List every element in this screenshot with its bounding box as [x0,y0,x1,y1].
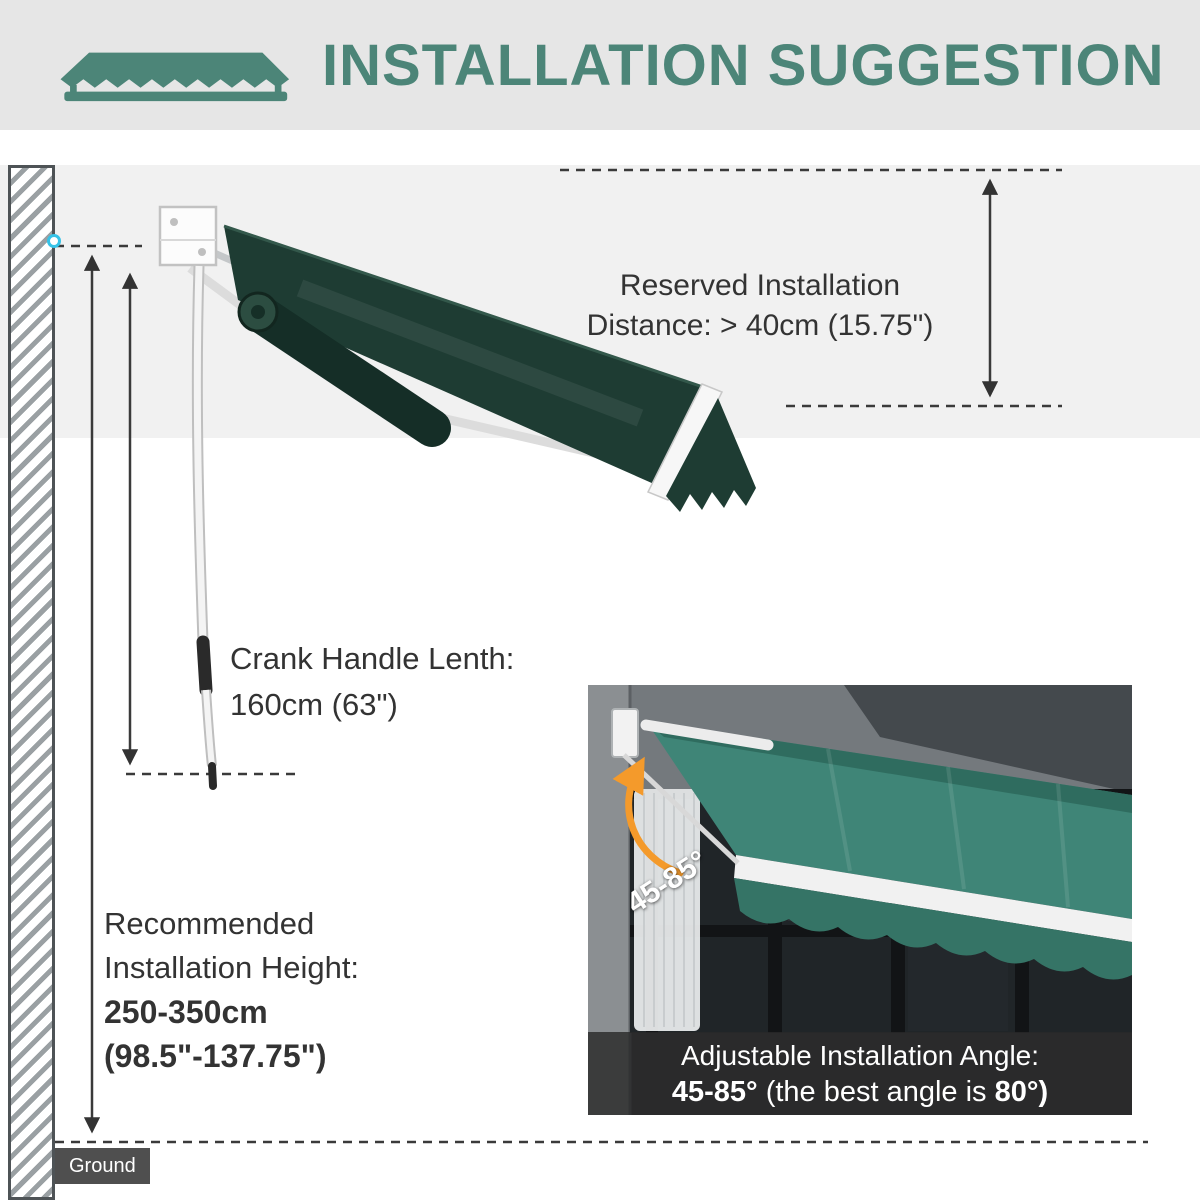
inset-awning [611,708,1132,980]
caption-line2: 45-85° (the best angle is 80°) [672,1075,1048,1109]
height-line3: 250-350cm [104,994,268,1030]
curtain [634,789,700,1031]
caption-line1: Adjustable Installation Angle: [680,1039,1040,1071]
reserved-line2: Distance: > 40cm (15.75") [586,309,934,342]
caption-angle-range: 45-85° [671,1075,758,1108]
crank-length-note: Crank Handle Lenth: 160cm (63") [230,636,514,728]
crank-line1: Crank Handle Lenth: [230,641,515,676]
wall-hatch [8,165,55,1200]
angle-arc-arrow [612,756,684,877]
reserved-line1: Reserved Installation [619,269,901,302]
ground-label: Ground [55,1148,150,1184]
inset-caption: Adjustable Installation Angle: 45-85° (t… [588,1032,1132,1115]
install-height-note: Recommended Installation Height: 250-350… [104,902,359,1078]
crank-line2: 160cm (63") [230,687,398,722]
awning-icon [60,52,290,102]
height-line2: Installation Height: [104,950,360,985]
page-title: INSTALLATION SUGGESTION [322,32,1165,98]
caption-best-angle-value: 80°) [994,1075,1049,1108]
height-line1: Recommended [104,906,315,941]
reserved-distance-note: Reserved Installation Distance: > 40cm (… [552,266,968,346]
header: INSTALLATION SUGGESTION [0,0,1200,130]
inset-photo: 45-85° Adjustable Installation Angle: 45… [588,685,1132,1115]
height-line4: (98.5"-137.75") [104,1038,327,1074]
caption-best-angle-text: (the best angle is [757,1075,995,1108]
